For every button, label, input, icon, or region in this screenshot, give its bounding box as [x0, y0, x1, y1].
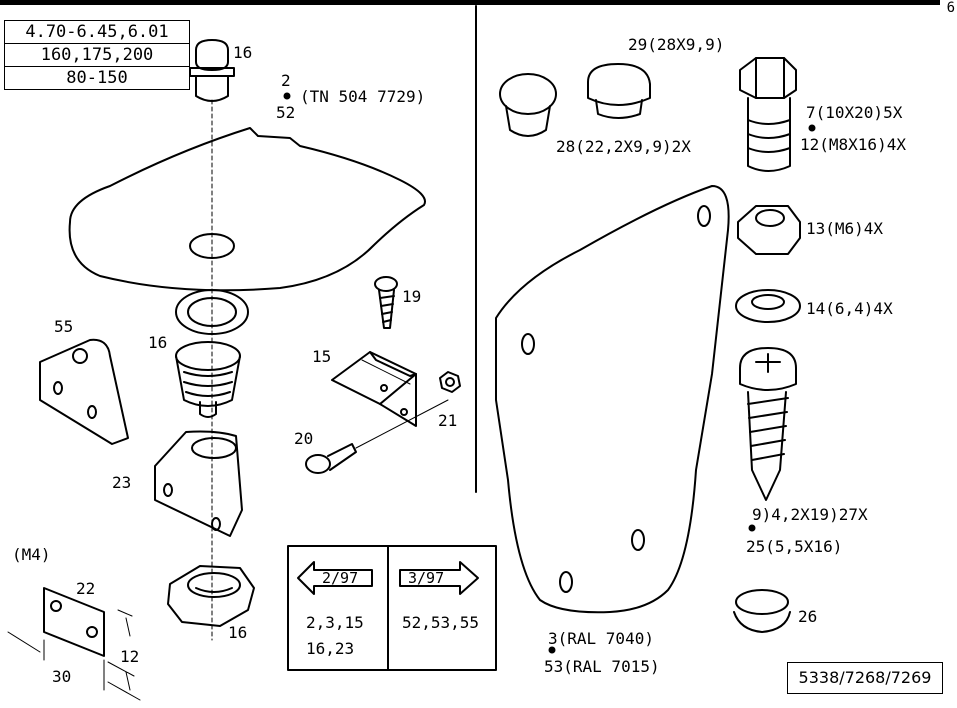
cover-plate-part-2 [68, 127, 426, 292]
ring-part-26 [733, 589, 791, 633]
version-box-frame [287, 545, 497, 671]
label-part-14: 14(6,4)4X [806, 299, 893, 318]
label-part-20: 20 [294, 429, 314, 448]
label-part-7: 7(10X20)5X [806, 103, 903, 122]
plate-part-22 [7, 587, 141, 701]
label-part-15: 15 [312, 347, 332, 366]
label-part-9: 9)4,2X19)27X [752, 505, 868, 524]
left-parts-line-1: 2,3,15 [306, 613, 364, 632]
left-arrow-date: 2/97 [322, 569, 359, 587]
label-part-53: 53(RAL 7015) [544, 657, 660, 676]
bullet-dot-icon [283, 92, 291, 100]
plug-part-16-top [189, 39, 235, 102]
cap-part-29 [587, 63, 651, 119]
right-arrow-icon [399, 561, 479, 595]
bolt-part-7 [739, 57, 797, 172]
label-part-21: 21 [438, 411, 458, 430]
label-part-28: 28(22,2X9,9)2X [556, 137, 691, 156]
page-corner-mark: 6 [946, 0, 955, 16]
bracket-part-55 [39, 338, 129, 445]
bullet-dot-icon [548, 646, 556, 654]
label-part-23: 23 [112, 473, 132, 492]
nut-part-21 [439, 371, 461, 393]
spec-table: 4.70-6.45,6.01 160,175,200 80-150 [4, 20, 190, 90]
lock-washer [175, 289, 249, 335]
label-part-26: 26 [798, 607, 818, 626]
label-part-16-bottom: 16 [228, 623, 248, 642]
grommet-part-16-mid [175, 341, 241, 418]
label-part-29: 29(28X9,9) [628, 35, 725, 54]
label-part-19: 19 [402, 287, 422, 306]
label-tn-reference: (TN 504 7729) [300, 87, 426, 106]
nut-part-16-bottom [167, 565, 255, 627]
top-border [0, 0, 940, 5]
label-part-52: 52 [276, 103, 296, 122]
label-dimension-30: 30 [52, 667, 72, 686]
label-part-3: 3(RAL 7040) [548, 629, 654, 648]
label-part-12: 12(M8X16)4X [800, 135, 906, 154]
label-part-16-mid: 16 [148, 333, 168, 352]
screw-part-20 [305, 399, 449, 474]
reference-code: 5338/7268/7269 [787, 662, 943, 694]
label-part-25: 25(5,5X16) [746, 537, 843, 556]
label-part-2: 2 [281, 71, 291, 90]
hinge-part-15 [331, 351, 417, 427]
nut-part-13 [737, 205, 801, 255]
right-arrow-date: 3/97 [408, 569, 445, 587]
washer-part-14 [735, 289, 801, 323]
label-part-13: 13(M6)4X [806, 219, 884, 238]
label-part-16-top: 16 [233, 43, 253, 62]
spec-row: 80-150 [66, 68, 128, 88]
label-dimension-12: 12 [120, 647, 140, 666]
label-m4: (M4) [12, 545, 51, 564]
label-part-55: 55 [54, 317, 74, 336]
right-parts: 52,53,55 [402, 613, 480, 632]
screw-part-9 [739, 347, 797, 501]
screw-part-19 [374, 276, 398, 329]
label-part-22: 22 [76, 579, 96, 598]
spec-row: 4.70-6.45,6.01 [5, 21, 189, 44]
panel-part-3 [495, 185, 730, 614]
bullet-dot-icon [808, 124, 816, 132]
cap-part-28 [499, 73, 557, 137]
left-arrow-icon [297, 561, 373, 595]
bullet-dot-icon [748, 524, 756, 532]
spec-row: 160,175,200 [5, 44, 189, 67]
left-parts-line-2: 16,23 [306, 639, 355, 658]
bracket-part-23 [154, 430, 243, 537]
